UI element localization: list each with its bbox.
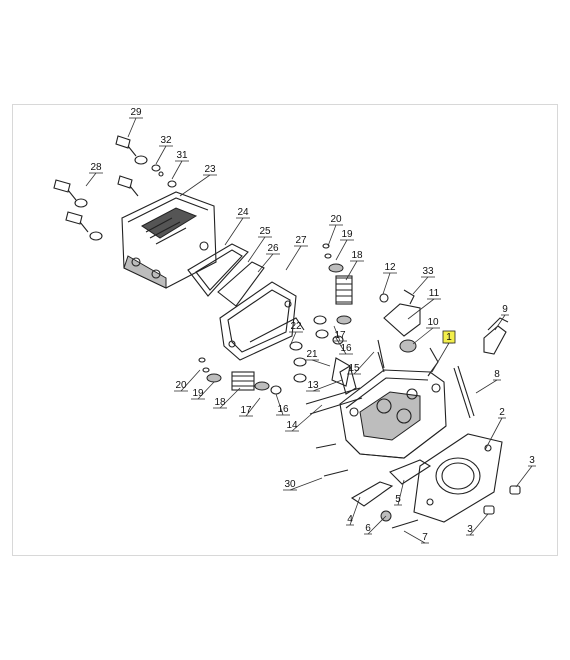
callout-leader <box>469 513 489 536</box>
callout-leader <box>349 496 361 526</box>
callout-leader <box>180 369 201 392</box>
callout-leader <box>515 465 533 488</box>
callout-leader <box>327 224 337 247</box>
cylinder-head <box>339 351 447 459</box>
callout-leader <box>289 477 323 491</box>
callout-leader <box>219 387 241 409</box>
callout-label-c3a: 3 <box>529 455 535 466</box>
callout-leader <box>475 379 498 394</box>
callout-leader <box>85 172 97 187</box>
callout-leader <box>291 404 323 432</box>
callout-label-c20b: 20 <box>175 380 187 391</box>
callout-leader <box>407 298 435 320</box>
callout-leader <box>403 530 426 544</box>
diagram-frame <box>12 104 558 556</box>
callout-leader <box>412 327 434 345</box>
callout-label-c11: 11 <box>429 288 440 299</box>
callout-label-c2: 2 <box>499 407 505 418</box>
callout-label-c18a: 18 <box>351 250 363 261</box>
valve-cover <box>121 191 217 289</box>
callout-labels: 1233456789101112131415161617171818191920… <box>90 107 535 543</box>
callout-label-c12: 12 <box>384 262 396 273</box>
callout-leader <box>127 117 137 138</box>
callout-label-c5: 5 <box>395 494 401 505</box>
leader-lines <box>85 117 536 544</box>
callout-leader <box>397 479 405 506</box>
callout-label-c27: 27 <box>295 235 307 246</box>
callout-leader <box>285 245 302 271</box>
callout-label-c8: 8 <box>494 369 500 380</box>
callout-label-c21: 21 <box>306 349 318 360</box>
callout-leader <box>197 381 215 400</box>
callout-label-c9: 9 <box>502 304 508 315</box>
callout-label-c14: 14 <box>286 420 298 431</box>
callout-leader <box>431 342 450 373</box>
callout-label-c13: 13 <box>307 380 319 391</box>
callout-label-c19a: 19 <box>341 229 353 240</box>
callout-label-c4: 4 <box>347 514 353 525</box>
callout-label-c17b: 17 <box>240 405 252 416</box>
callout-label-c25: 25 <box>259 226 271 237</box>
callout-leader <box>382 272 391 295</box>
callout-leader <box>494 314 506 331</box>
rocker-arms <box>350 459 432 522</box>
callout-label-c1: 1 <box>446 332 452 343</box>
callout-leader <box>335 239 348 261</box>
callout-label-c22: 22 <box>290 321 302 332</box>
callout-leader <box>245 397 261 417</box>
callout-label-c32: 32 <box>160 135 172 146</box>
callout-leader <box>353 351 375 375</box>
callout-highlight <box>442 330 456 344</box>
callout-leader <box>367 515 387 535</box>
callout-label-c20a: 20 <box>330 214 342 225</box>
callout-label-c18b: 18 <box>214 397 226 408</box>
callout-label-c28: 28 <box>90 162 102 173</box>
callout-leader <box>345 260 358 281</box>
callout-label-c23: 23 <box>204 164 216 175</box>
cover-gaskets <box>187 243 305 361</box>
callout-label-c26: 26 <box>267 243 279 254</box>
callout-label-c6: 6 <box>365 523 371 534</box>
spark-plug <box>339 365 357 395</box>
callout-leader <box>171 160 183 180</box>
dowel-pins <box>483 485 521 515</box>
valve-train-parts <box>198 243 353 395</box>
callout-label-c7: 7 <box>422 532 428 543</box>
callout-label-c15: 15 <box>348 363 360 374</box>
callout-label-c19b: 19 <box>192 388 204 399</box>
cover-bolts <box>53 135 177 241</box>
callout-label-c24: 24 <box>237 207 249 218</box>
callout-label-c3b: 3 <box>467 524 473 535</box>
callout-leader <box>333 325 341 342</box>
callout-leader <box>155 145 167 165</box>
callout-label-c16b: 16 <box>277 404 289 415</box>
callout-leader <box>312 379 343 392</box>
callout-label-c16a: 16 <box>340 343 352 354</box>
studs-and-fittings <box>379 289 509 419</box>
callout-label-c10: 10 <box>427 317 439 328</box>
callout-label-c31: 31 <box>176 150 188 161</box>
callout-leader <box>179 174 211 197</box>
callout-leader <box>275 393 284 416</box>
callout-leader <box>484 417 503 451</box>
callout-leader <box>311 359 331 367</box>
callout-leader <box>412 276 429 295</box>
callout-leader <box>289 331 297 347</box>
callout-leader <box>257 253 274 273</box>
head-gasket <box>413 433 503 523</box>
callout-label-c33: 33 <box>422 266 434 277</box>
callout-label-c30: 30 <box>284 479 296 490</box>
callout-leader <box>247 236 266 263</box>
callout-leader <box>224 217 244 246</box>
callout-label-c29: 29 <box>130 107 142 118</box>
callout-label-c17a: 17 <box>334 330 346 341</box>
